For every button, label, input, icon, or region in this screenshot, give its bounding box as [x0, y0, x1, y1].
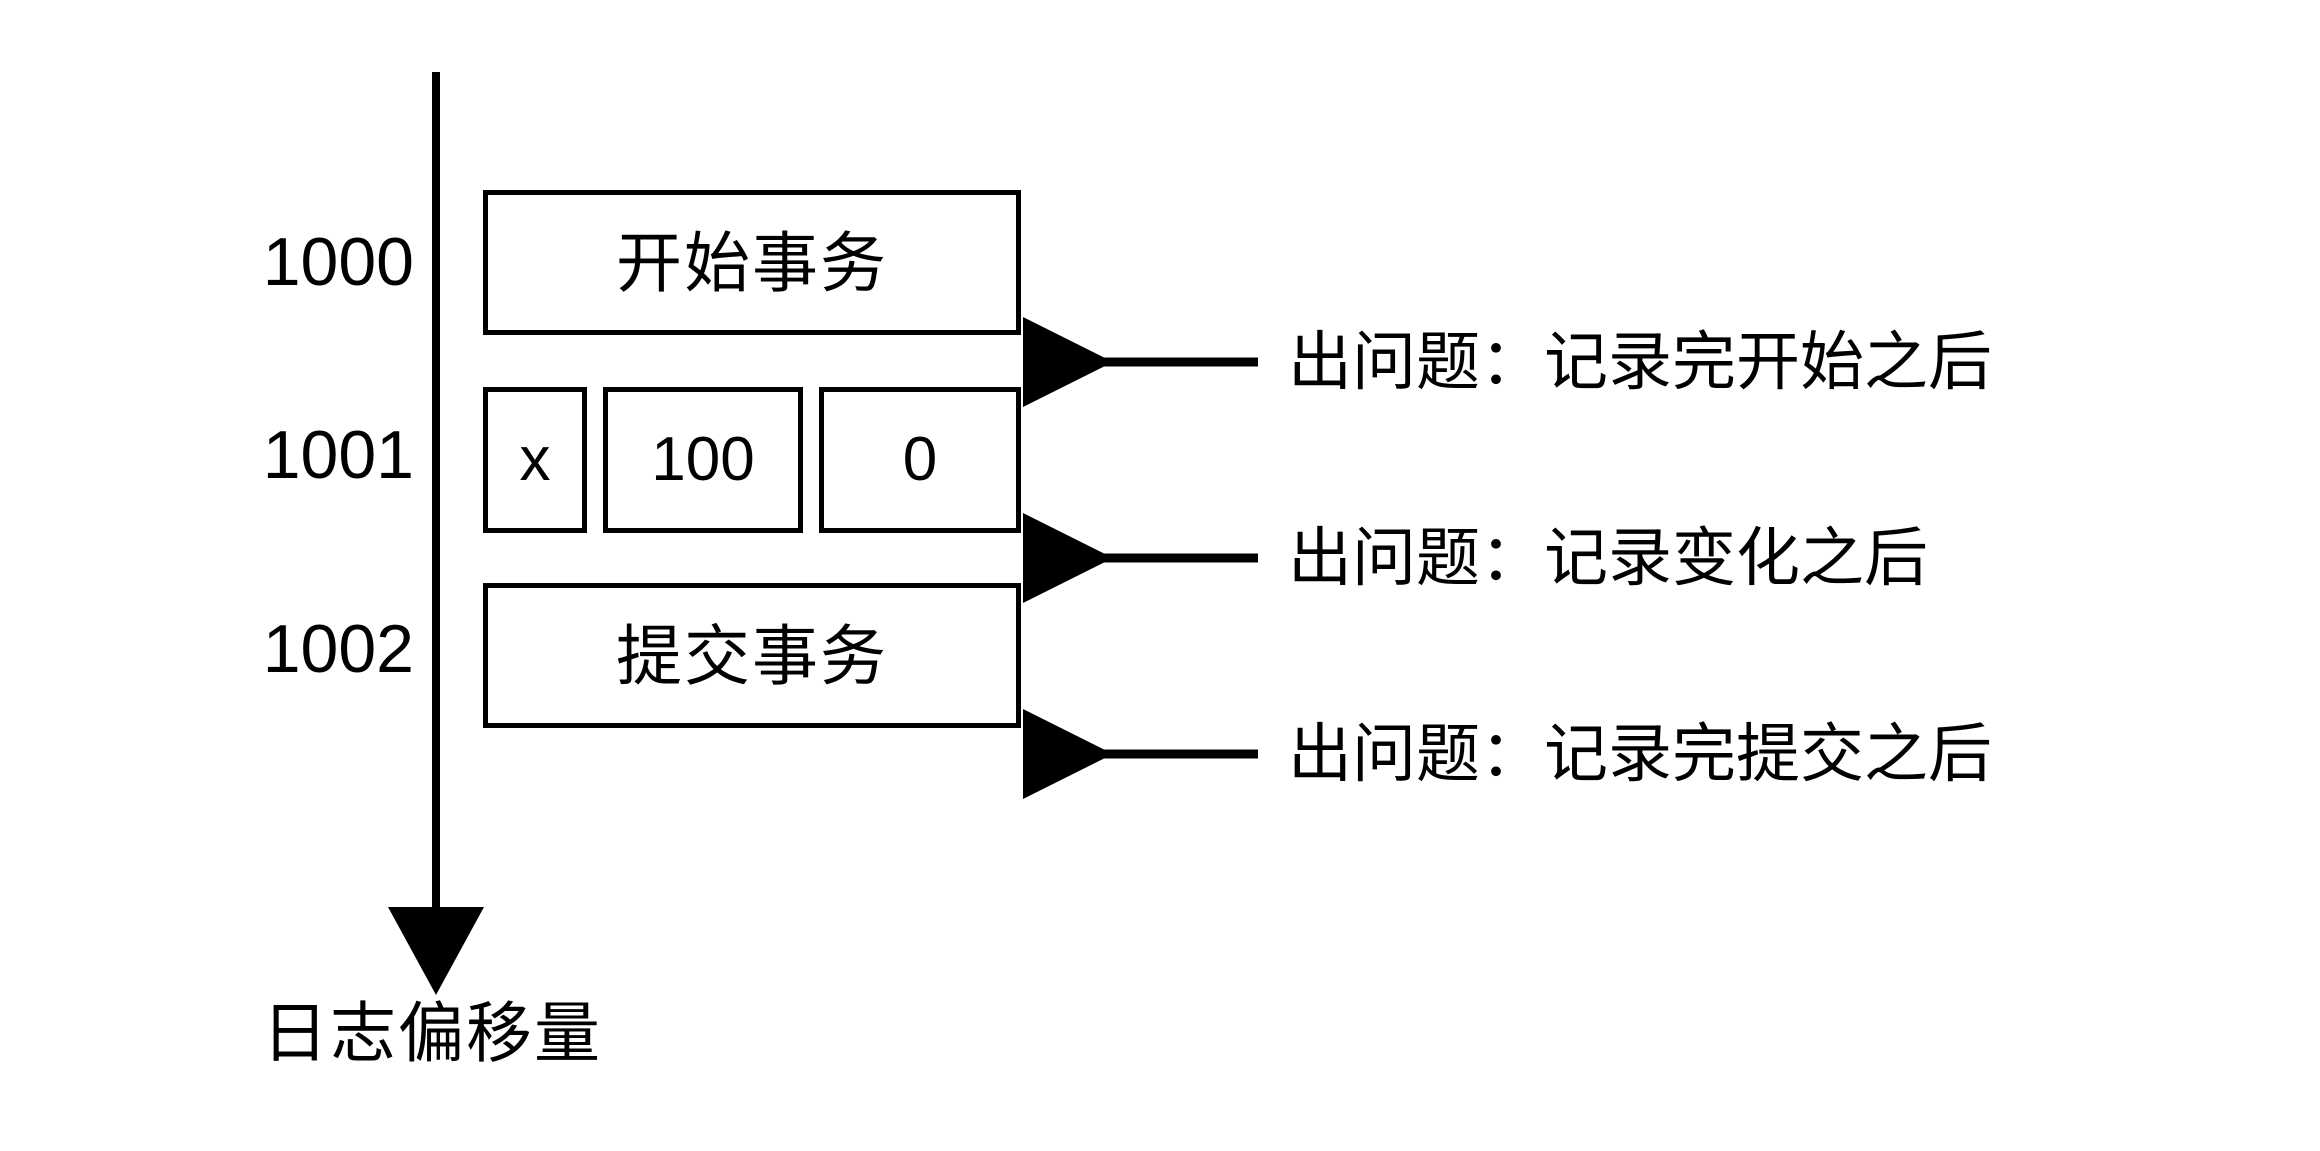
log-record-update: x 100 0: [483, 387, 1021, 533]
annotation-after-commit: 出问题：记录完提交之后: [1288, 718, 1992, 790]
annotation-after-begin: 出问题：记录完开始之后: [1288, 326, 1992, 398]
log-record-cell-column-value: x: [519, 425, 551, 494]
log-record-commit: 提交事务: [483, 583, 1021, 728]
offset-label-1002: 1002: [262, 611, 414, 687]
offset-label-1001: 1001: [262, 417, 414, 493]
log-record-begin: 开始事务: [483, 190, 1021, 335]
log-record-commit-label: 提交事务: [616, 618, 888, 693]
log-record-cell-column: x: [483, 387, 587, 533]
annotation-after-change: 出问题：记录变化之后: [1288, 522, 1928, 594]
log-record-cell-new-value-text: 0: [902, 425, 938, 494]
log-record-cell-old-value: 100: [603, 387, 803, 533]
axis-caption: 日志偏移量: [262, 996, 602, 1070]
log-record-cell-new-value: 0: [819, 387, 1021, 533]
log-record-cell-old-value-text: 100: [651, 425, 755, 494]
offset-label-1000: 1000: [262, 224, 414, 300]
log-record-begin-label: 开始事务: [616, 225, 888, 300]
